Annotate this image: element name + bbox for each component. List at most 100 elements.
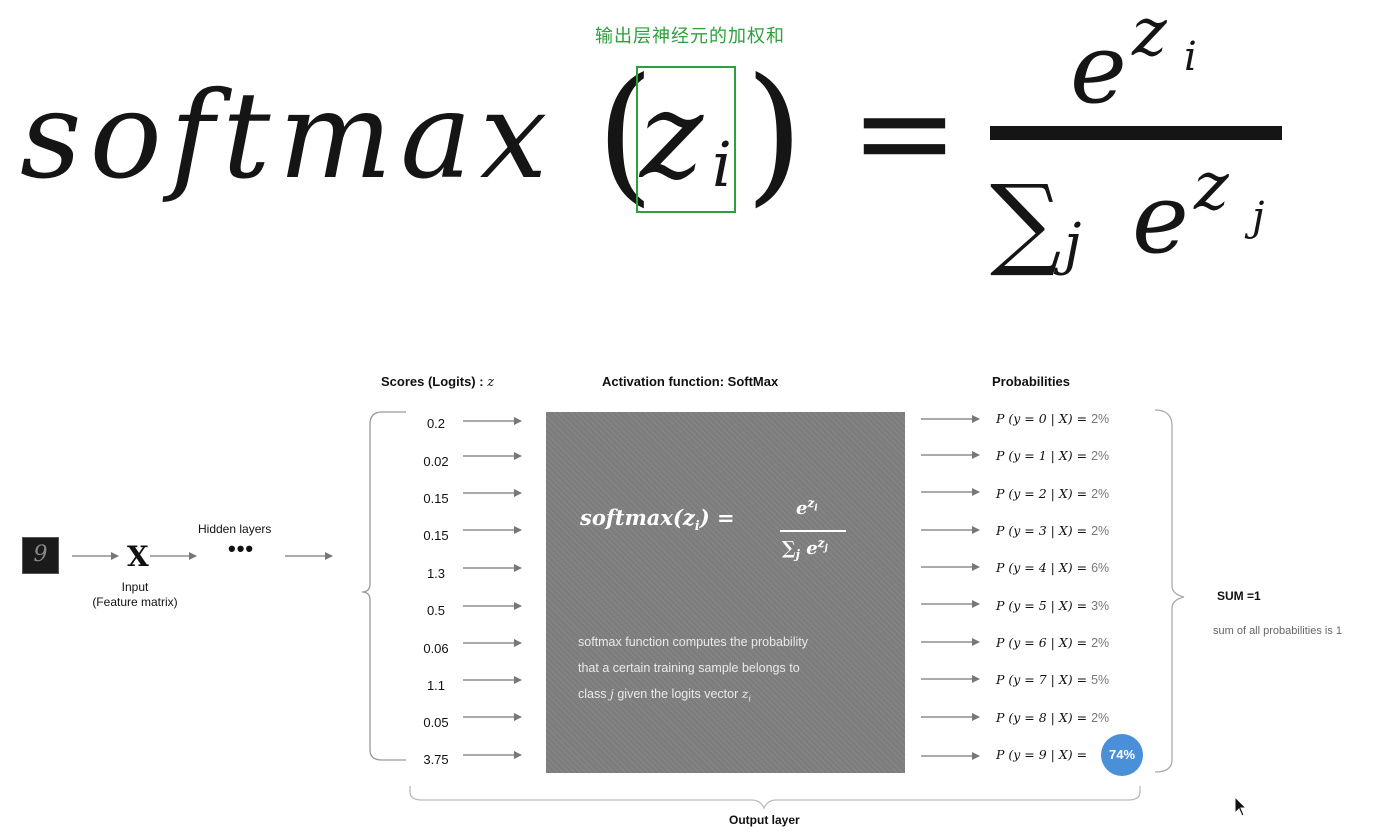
- box-fraction-line: [780, 530, 846, 532]
- formula-sum-subscript: j: [1064, 212, 1082, 277]
- box-den-sup-z: z: [817, 536, 825, 550]
- probability-expression: P (y = 4 | X) =: [996, 560, 1088, 575]
- formula-denominator-exponent: z: [1194, 148, 1229, 225]
- box-den-sup-sub: j: [824, 543, 828, 554]
- probability-expression: P (y = 0 | X) =: [996, 411, 1088, 426]
- box-formula-numerator: ezi: [796, 496, 818, 519]
- formula-close-paren: ): [745, 47, 804, 221]
- logit-value: 0.2: [426, 416, 446, 431]
- probability-row: P (y = 6 | X) = 2%: [996, 635, 1109, 650]
- input-digit-glyph: 9: [33, 542, 48, 567]
- probability-expression: P (y = 3 | X) =: [996, 523, 1088, 538]
- formula-arg-subscript: i: [712, 128, 732, 201]
- logits-header: Scores (Logits) : z: [381, 374, 494, 390]
- probability-percent: 2%: [1091, 524, 1110, 538]
- probability-percent: 2%: [1091, 711, 1110, 725]
- box-den-base: e: [806, 538, 818, 559]
- mouse-cursor-icon: [1234, 796, 1248, 817]
- input-label: Input (Feature matrix): [70, 580, 200, 610]
- highest-probability-highlight: 74%: [1101, 734, 1143, 776]
- formula-fraction-line: [990, 126, 1282, 140]
- probability-row: P (y = 4 | X) = 6%: [996, 560, 1109, 575]
- box-num-sup: zi: [807, 496, 818, 514]
- description-line-2: that a certain training sample belongs t…: [578, 661, 800, 675]
- logits-header-variable: z: [487, 375, 495, 390]
- logit-value: 3.75: [423, 752, 449, 767]
- logit-value: 1.3: [426, 566, 446, 581]
- logits-header-label: Scores (Logits) :: [381, 374, 484, 389]
- output-layer-label: Output layer: [729, 813, 800, 827]
- box-num-sup-z: z: [807, 496, 815, 510]
- probability-expression: P (y = 6 | X) =: [996, 635, 1088, 650]
- formula-arg-highlight-box: [636, 66, 736, 213]
- probability-percent: 3%: [1091, 599, 1110, 613]
- probability-expression: P (y = 5 | X) =: [996, 598, 1088, 613]
- probability-row: P (y = 2 | X) = 2%: [996, 486, 1109, 501]
- probability-row: P (y = 9 | X) =: [996, 747, 1087, 762]
- logit-value: 0.15: [423, 491, 449, 506]
- box-den-sum-sub: j: [795, 547, 800, 562]
- logit-value: 0.15: [423, 528, 449, 543]
- box-formula-eq: ) =: [699, 505, 735, 530]
- box-formula-lhs: softmax(zi) =: [580, 505, 735, 534]
- formula-equals: =: [850, 56, 959, 208]
- formula-numerator-exponent: z: [1132, 0, 1167, 71]
- logit-value: 0.5: [426, 603, 446, 618]
- sum-note: sum of all probabilities is 1: [1213, 625, 1343, 637]
- logit-arrows: [463, 417, 522, 759]
- formula-arg: z: [640, 67, 704, 206]
- probabilities-right-brace: [1154, 409, 1185, 773]
- probability-percent: 2%: [1091, 636, 1110, 650]
- formula-denominator-base: e: [1132, 163, 1189, 275]
- probability-expression: P (y = 1 | X) =: [996, 448, 1088, 463]
- probability-percent: 5%: [1091, 673, 1110, 687]
- activation-function-box: [546, 412, 905, 773]
- description-z-sub: i: [748, 694, 751, 704]
- input-label-line1: Input: [121, 580, 149, 594]
- box-formula-fn: softmax(z: [580, 505, 695, 530]
- probability-row: P (y = 1 | X) = 2%: [996, 448, 1109, 463]
- logit-value: 0.06: [423, 641, 449, 656]
- probability-percent: 2%: [1091, 449, 1110, 463]
- probability-row: P (y = 0 | X) = 2%: [996, 411, 1109, 426]
- formula-numerator-base: e: [1070, 13, 1127, 125]
- probability-row: P (y = 7 | X) = 5%: [996, 672, 1109, 687]
- description-z-letter: z: [741, 686, 749, 701]
- probability-percent: 2%: [1091, 412, 1110, 426]
- probabilities-header: Probabilities: [992, 374, 1071, 389]
- box-num-sup-sub: i: [814, 503, 818, 514]
- description-given: given the logits vector: [617, 687, 739, 701]
- logits-left-brace: [361, 411, 406, 761]
- box-den-sup: zj: [817, 536, 828, 554]
- description-z: zi: [741, 686, 751, 704]
- probability-arrows: [921, 415, 980, 760]
- probability-percent: 6%: [1091, 561, 1110, 575]
- input-symbol: X: [127, 540, 149, 573]
- description-class: class: [578, 687, 607, 701]
- hidden-layers-dots: •••: [228, 536, 255, 561]
- formula-function-name: softmax: [20, 67, 556, 206]
- logit-value: 0.02: [423, 454, 449, 469]
- formula-denominator-exponent-subscript: j: [1252, 194, 1265, 240]
- box-num-base: e: [796, 498, 808, 519]
- probability-percent: 2%: [1091, 487, 1110, 501]
- formula-annotation: 输出层神经元的加权和: [595, 26, 785, 47]
- description-j: j: [609, 686, 614, 701]
- formula-numerator-exponent-subscript: i: [1184, 34, 1197, 80]
- activation-description: softmax function computes the probabilit…: [578, 629, 888, 713]
- probability-expression: P (y = 7 | X) =: [996, 672, 1088, 687]
- probability-expression: P (y = 9 | X) =: [996, 747, 1088, 762]
- activation-header: Activation function: SoftMax: [602, 374, 779, 389]
- box-den-sum: ∑: [782, 538, 796, 559]
- logit-value: 0.05: [423, 715, 449, 730]
- input-digit-image: 9: [22, 537, 59, 574]
- input-label-line2: (Feature matrix): [92, 595, 178, 609]
- hidden-layers-label: Hidden layers: [198, 522, 272, 536]
- probability-row: P (y = 3 | X) = 2%: [996, 523, 1109, 538]
- formula-sum-symbol: ∑: [990, 163, 1062, 280]
- logit-value: 1.1: [426, 678, 446, 693]
- sum-label: SUM =1: [1217, 589, 1261, 603]
- formula-open-paren: (: [596, 47, 655, 221]
- probability-row: P (y = 8 | X) = 2%: [996, 710, 1109, 725]
